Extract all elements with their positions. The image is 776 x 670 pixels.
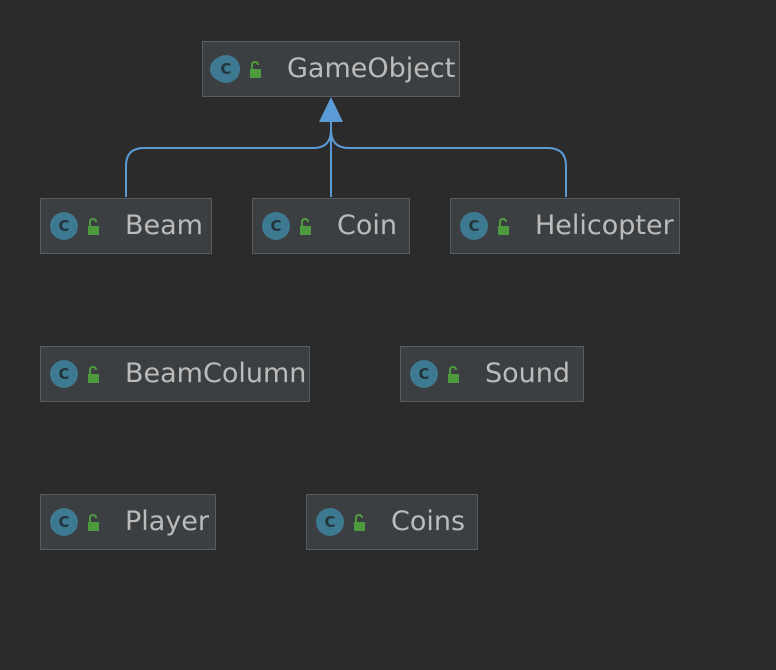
class-icon: C [50, 212, 78, 240]
edge-helicopter-to-gameobject [330, 122, 567, 197]
public-lock-icon [300, 218, 311, 235]
class-node-helicopter[interactable]: C Helicopter [450, 198, 680, 254]
public-lock-icon [88, 366, 99, 383]
class-node-player[interactable]: C Player [40, 494, 216, 550]
public-lock-icon [88, 514, 99, 531]
edge-beam-to-gameobject [125, 122, 332, 197]
class-name-player: Player [125, 506, 210, 537]
public-lock-icon [448, 366, 459, 383]
public-lock-icon [88, 218, 99, 235]
class-node-beamcolumn[interactable]: C BeamColumn [40, 346, 310, 402]
class-name-coins: Coins [391, 506, 466, 537]
class-icon: C [460, 212, 488, 240]
class-icon: C [262, 212, 290, 240]
class-node-coins[interactable]: C Coins [306, 494, 478, 550]
class-node-sound[interactable]: C Sound [400, 346, 584, 402]
class-icon: C [212, 55, 240, 83]
class-name-coin: Coin [337, 210, 397, 241]
inheritance-arrowhead [319, 97, 343, 122]
public-lock-icon [250, 61, 261, 78]
class-name-helicopter: Helicopter [535, 210, 674, 241]
class-name-beam: Beam [125, 210, 203, 241]
class-node-coin[interactable]: C Coin [252, 198, 410, 254]
class-name-beamcolumn: BeamColumn [125, 358, 307, 389]
class-name-gameobject: GameObject [287, 53, 456, 84]
class-icon: C [50, 508, 78, 536]
class-icon: C [410, 360, 438, 388]
class-name-sound: Sound [485, 358, 571, 389]
class-icon: C [50, 360, 78, 388]
public-lock-icon [354, 514, 365, 531]
class-node-gameobject[interactable]: C GameObject [202, 41, 460, 97]
class-node-beam[interactable]: C Beam [40, 198, 212, 254]
public-lock-icon [498, 218, 509, 235]
class-icon: C [316, 508, 344, 536]
